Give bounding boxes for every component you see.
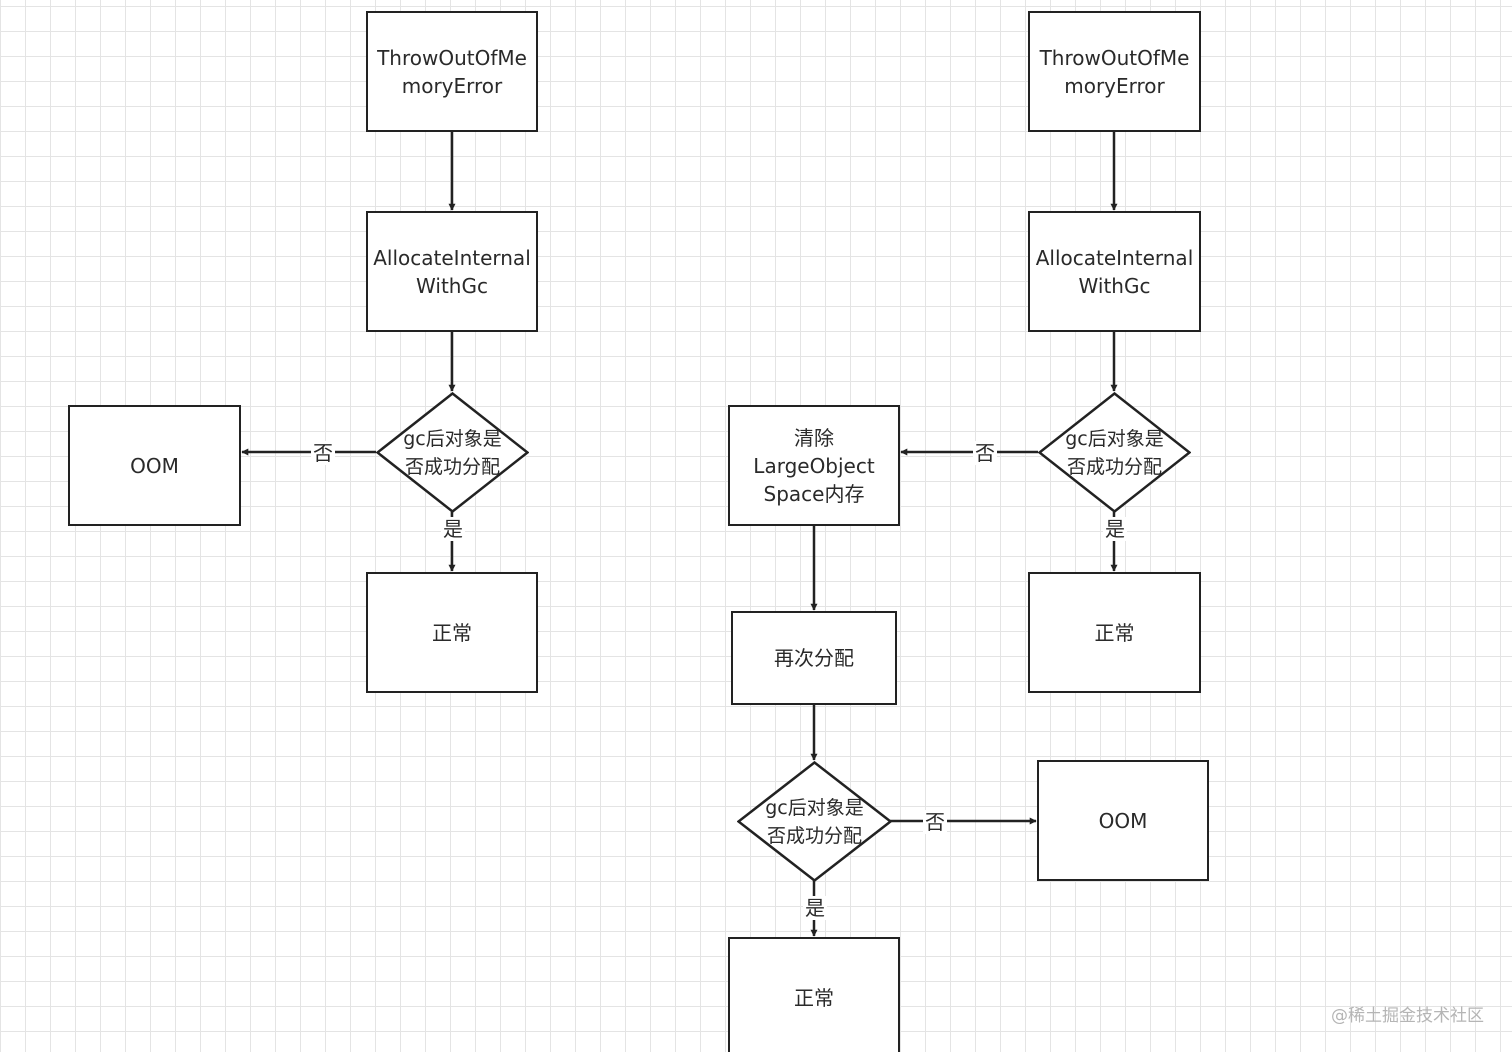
allocate-internal-box-left[interactable]: AllocateInternalWithGc xyxy=(366,211,538,332)
reallocate-label: 再次分配 xyxy=(774,646,854,670)
normal-label-bottom: 正常 xyxy=(794,985,834,1010)
edge-label-yes-right: 是 xyxy=(1103,517,1127,541)
normal-box-bottom[interactable]: 正常 xyxy=(728,937,900,1052)
gc-decision-shape-2 xyxy=(737,761,892,882)
oom-label-left: OOM xyxy=(130,453,179,478)
gc-decision-right[interactable]: gc后对象是 否成功分配 xyxy=(1038,392,1191,513)
edge-label-no-2: 否 xyxy=(923,810,947,834)
clear-los-label: 清除 LargeObject Space内存 xyxy=(753,425,875,506)
gc-decision-left[interactable]: gc后对象是 否成功分配 xyxy=(376,392,529,513)
edge-label-no-left: 否 xyxy=(311,441,335,465)
clear-los-box[interactable]: 清除 LargeObject Space内存 xyxy=(728,405,900,526)
edge-label-yes-2: 是 xyxy=(803,896,827,920)
normal-label-right: 正常 xyxy=(1094,620,1135,645)
reallocate-box[interactable]: 再次分配 xyxy=(731,611,897,705)
throw-oom-error-box-right[interactable]: ThrowOutOfMemoryError xyxy=(1028,11,1201,132)
watermark: @稀土掘金技术社区 xyxy=(1331,1006,1484,1026)
gc-decision-2[interactable]: gc后对象是 否成功分配 xyxy=(737,761,892,882)
throw-oom-error-box-left[interactable]: ThrowOutOfMemoryError xyxy=(366,11,538,132)
gc-decision-shape-left xyxy=(376,392,529,513)
gc-decision-label-left: gc后对象是 否成功分配 xyxy=(403,427,502,478)
gc-decision-shape-right xyxy=(1038,392,1191,513)
oom-label-right: OOM xyxy=(1098,808,1148,833)
throw-oom-error-label-left: ThrowOutOfMemoryError xyxy=(377,45,527,98)
allocate-internal-label-left: AllocateInternalWithGc xyxy=(373,245,531,298)
allocate-internal-box-right[interactable]: AllocateInternalWithGc xyxy=(1028,211,1201,332)
gc-decision-label-2: gc后对象是 否成功分配 xyxy=(765,796,864,847)
normal-box-left[interactable]: 正常 xyxy=(366,572,538,693)
allocate-internal-label-right: AllocateInternalWithGc xyxy=(1035,245,1194,298)
oom-box-right[interactable]: OOM xyxy=(1037,760,1209,881)
edge-label-no-right: 否 xyxy=(973,441,997,465)
normal-box-right[interactable]: 正常 xyxy=(1028,572,1201,693)
gc-decision-label-right: gc后对象是 否成功分配 xyxy=(1065,427,1164,478)
edge-label-yes-left: 是 xyxy=(441,517,465,541)
throw-oom-error-label-right: ThrowOutOfMemoryError xyxy=(1039,45,1190,98)
normal-label-left: 正常 xyxy=(432,620,472,645)
oom-box-left[interactable]: OOM xyxy=(68,405,241,526)
